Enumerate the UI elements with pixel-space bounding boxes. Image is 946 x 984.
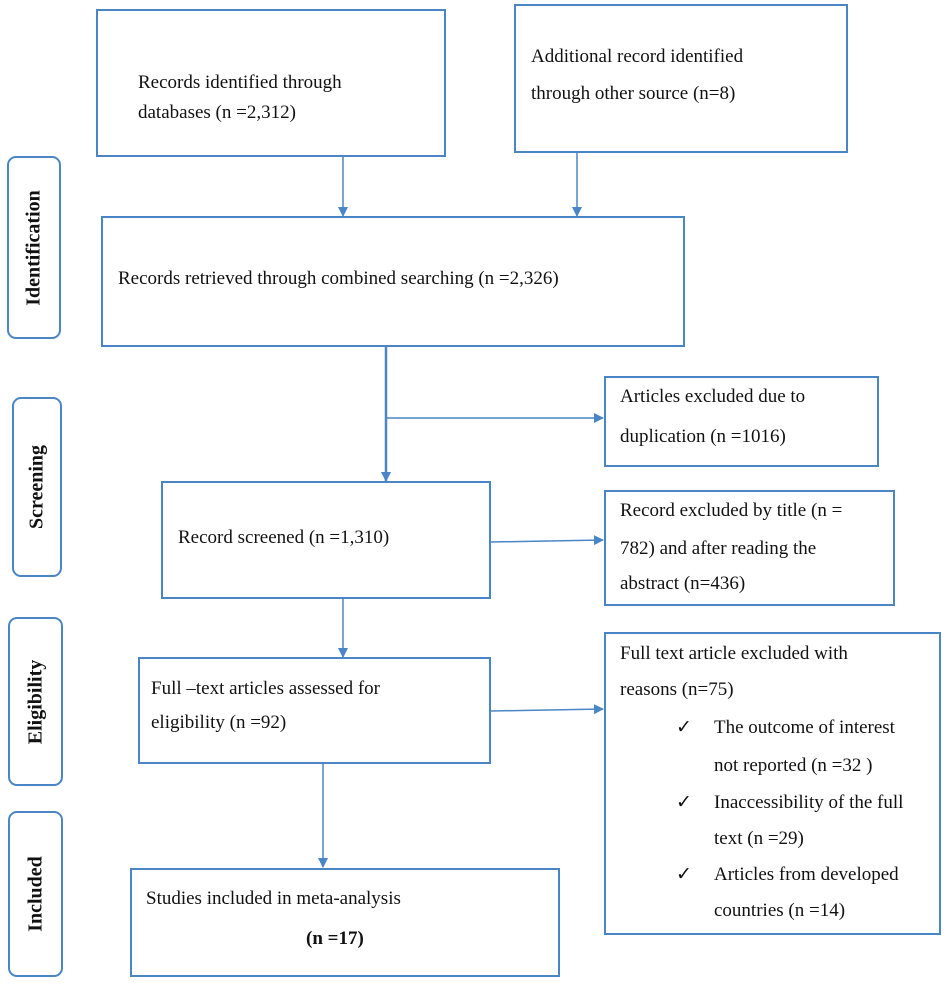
stage-label-eligibility: Eligibility	[24, 659, 46, 744]
stage-label-included: Included	[24, 856, 46, 932]
reason-outcome-line2: not reported (n =32 )	[714, 755, 873, 776]
reason-item-developed-countries: ✓ Articles from developed countries (n =…	[676, 858, 938, 938]
screened-box: Record screened (n =1,310)	[161, 481, 491, 599]
reason-inaccessibility-line1: Inaccessibility of the full	[714, 792, 904, 813]
stage-eligibility: Eligibility	[8, 617, 63, 786]
fulltext-text-line2: eligibility (n =92)	[151, 712, 287, 733]
excluded-fulltext-box: Full text article excluded with reasons …	[604, 632, 941, 935]
check-icon: ✓	[676, 717, 692, 738]
check-icon: ✓	[676, 864, 692, 885]
stage-included: Included	[8, 811, 63, 977]
excluded-title-box: Record excluded by title (n = 782) and a…	[604, 490, 895, 606]
reason-outcome-line1: The outcome of interest	[714, 717, 895, 738]
included-count: (n =17)	[306, 928, 364, 949]
reason-developed-line2: countries (n =14)	[714, 900, 846, 921]
arrow-to-excluded-fulltext	[490, 704, 604, 715]
stage-screening: Screening	[12, 397, 62, 577]
other-sources-text-line2: through other source (n=8)	[531, 83, 736, 104]
stage-label-identification: Identification	[22, 189, 45, 306]
excluded-fulltext-heading-line2: reasons (n=75)	[620, 679, 734, 700]
excluded-title-text-line2: 782) and after reading the	[620, 538, 817, 559]
stage-identification: Identification	[7, 156, 61, 339]
databases-text-line1: Records identified through	[138, 72, 342, 93]
other-sources-text-line1: Additional record identified	[531, 46, 744, 67]
reason-inaccessibility-line2: text (n =29)	[714, 828, 804, 849]
databases-box: Records identified through databases (n …	[96, 9, 446, 157]
reason-developed-line1: Articles from developed	[714, 864, 899, 885]
duplicates-text-line1: Articles excluded due to	[620, 386, 806, 407]
excluded-title-text-line1: Record excluded by title (n =	[620, 500, 843, 521]
duplicates-box: Articles excluded due to duplication (n …	[604, 376, 879, 467]
check-icon: ✓	[676, 792, 692, 813]
arrow-to-excluded-title	[490, 535, 604, 546]
fulltext-box: Full –text articles assessed for eligibi…	[138, 657, 491, 764]
excluded-title-text-line3: abstract (n=436)	[620, 573, 746, 594]
included-box: Studies included in meta-analysis (n =17…	[130, 868, 560, 977]
excluded-fulltext-heading-line1: Full text article excluded with	[620, 643, 848, 664]
combined-text: Records retrieved through combined searc…	[118, 268, 559, 289]
duplicates-text-line2: duplication (n =1016)	[620, 426, 786, 447]
reason-item-inaccessibility: ✓ Inaccessibility of the full text (n =2…	[676, 786, 938, 866]
other-sources-box: Additional record identified through oth…	[514, 4, 848, 153]
screened-text: Record screened (n =1,310)	[178, 527, 390, 548]
reason-item-outcome: ✓ The outcome of interest not reported (…	[676, 711, 938, 791]
combined-box: Records retrieved through combined searc…	[101, 216, 685, 347]
stage-label-screening: Screening	[25, 444, 48, 530]
fulltext-text-line1: Full –text articles assessed for	[151, 678, 381, 699]
databases-text-line2: databases (n =2,312)	[138, 102, 296, 123]
included-text: Studies included in meta-analysis	[146, 888, 401, 909]
